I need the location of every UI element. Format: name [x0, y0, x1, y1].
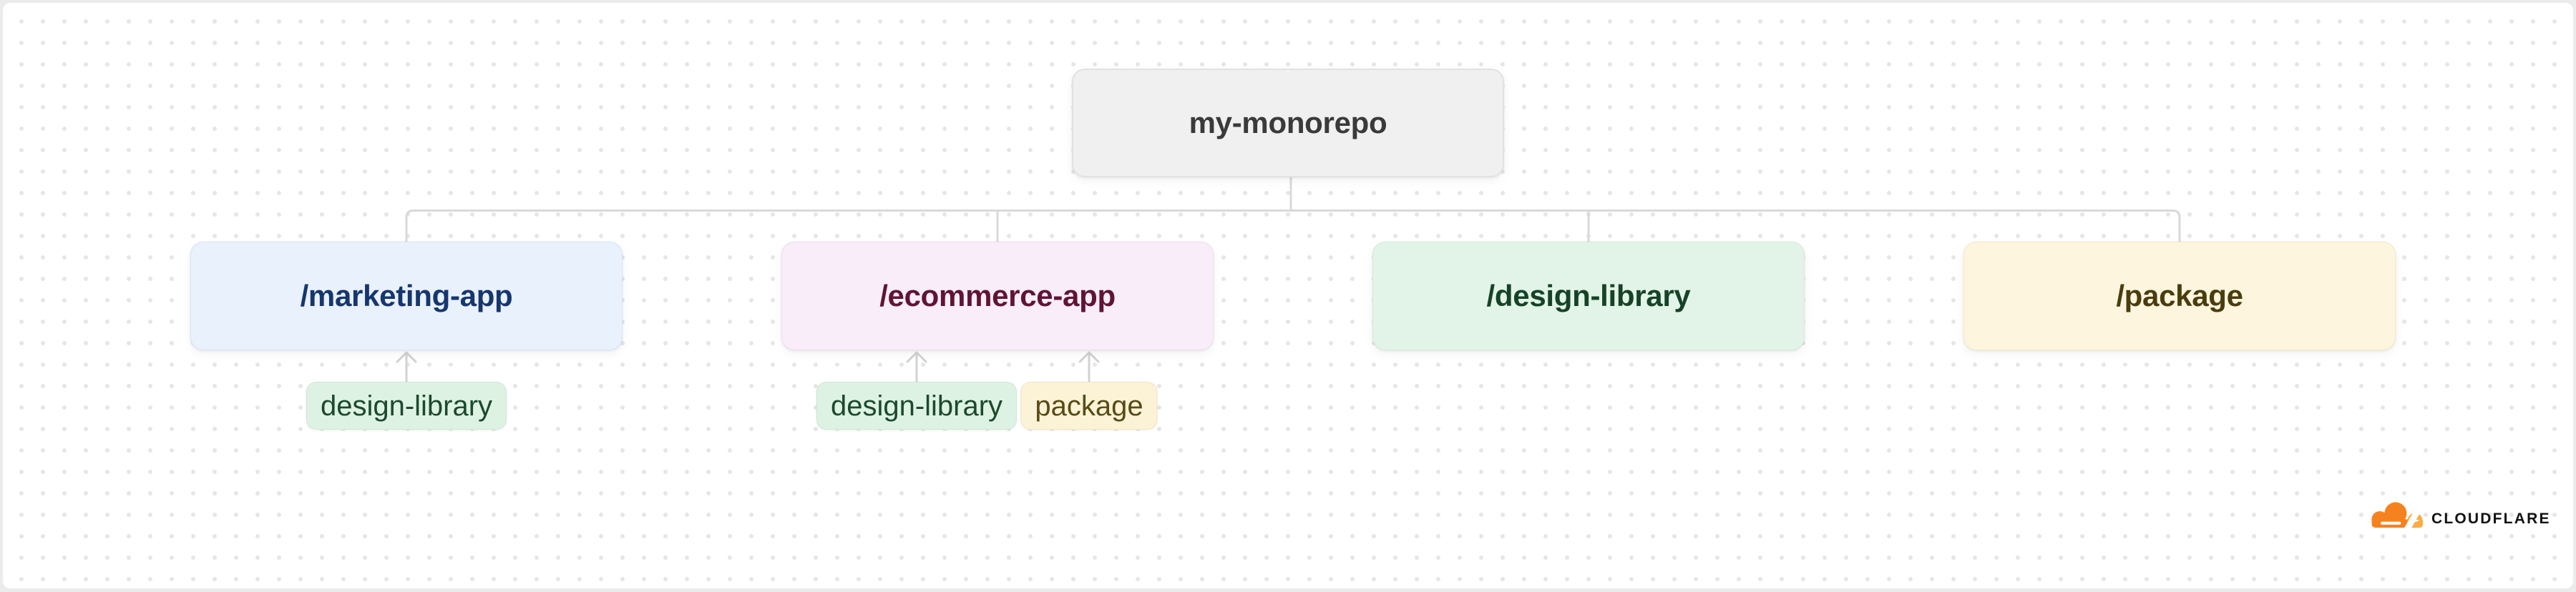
cloudflare-logo-icon: [2371, 502, 2423, 529]
arrow-ecommerce-design-library: [906, 351, 927, 383]
node-design-library-label: /design-library: [1486, 279, 1691, 312]
node-design-library: /design-library: [1372, 242, 1805, 350]
node-package: /package: [1963, 242, 2396, 350]
dotted-canvas: my-monorepo /marketing-app /ecommerce-ap…: [3, 3, 2573, 588]
connector-rail: [405, 209, 2181, 242]
node-marketing-app-label: /marketing-app: [300, 279, 513, 312]
tag-label: design-library: [830, 390, 1003, 422]
node-package-label: /package: [2116, 279, 2243, 312]
node-my-monorepo: my-monorepo: [1072, 69, 1504, 177]
arrow-marketing-design-library: [396, 351, 417, 383]
cloudflare-branding: CLOUDFLARE: [2367, 498, 2551, 531]
tag-label: package: [1035, 390, 1143, 422]
node-ecommerce-app-label: /ecommerce-app: [879, 279, 1116, 312]
node-ecommerce-app: /ecommerce-app: [781, 242, 1214, 350]
node-my-monorepo-label: my-monorepo: [1189, 106, 1387, 139]
tag-ecommerce-package: package: [1020, 382, 1158, 430]
tag-label: design-library: [320, 390, 493, 422]
tag-marketing-design-library: design-library: [306, 382, 507, 430]
cloudflare-wordmark: CLOUDFLARE: [2431, 510, 2551, 527]
tag-ecommerce-design-library: design-library: [816, 382, 1018, 430]
arrow-ecommerce-package: [1078, 351, 1100, 383]
node-marketing-app: /marketing-app: [190, 242, 623, 350]
